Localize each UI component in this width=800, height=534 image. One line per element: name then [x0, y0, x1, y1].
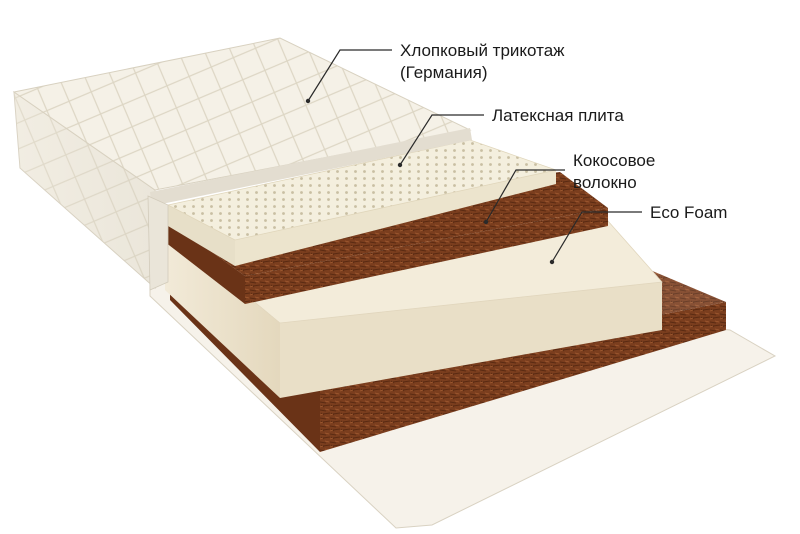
leader-dot-coconut-fiber: [483, 219, 489, 225]
leader-dot-latex-slab: [397, 162, 403, 168]
callout-line-coconut-fiber-0: Кокосовое: [573, 151, 655, 170]
leader-line-coconut-fiber: [485, 169, 565, 223]
bottom-coir-layer-front: [320, 302, 726, 452]
leader-dot-eco-foam: [549, 259, 555, 265]
callout-line-eco-foam-0: Eco Foam: [650, 203, 727, 222]
callout-label-cotton-knit: Хлопковый трикотаж (Германия): [400, 41, 565, 82]
eco-foam-layer-front: [280, 282, 662, 398]
latex-layer-side: [168, 205, 235, 266]
latex-layer-front: [235, 170, 556, 266]
callout-line-latex-slab-0: Латексная плита: [492, 106, 624, 125]
quilted-cover-side-shade: [14, 92, 155, 288]
cover-edge-band: [147, 195, 169, 291]
cover-zipper-band: [150, 128, 472, 206]
callout-line-cotton-knit-1: (Германия): [400, 63, 488, 82]
callout-label-latex-slab: Латексная плита: [492, 106, 624, 125]
leader-dot-cotton-knit: [305, 98, 311, 104]
top-coir-layer-side: [165, 218, 245, 304]
leader-line-cotton-knit: [307, 49, 392, 102]
top-coir-layer-front: [245, 208, 608, 304]
callout-line-cotton-knit-0: Хлопковый трикотаж: [400, 41, 565, 60]
leader-line-latex-slab: [399, 114, 484, 166]
eco-foam-layer-side: [165, 228, 280, 398]
callout-line-coconut-fiber-1: волокно: [573, 173, 637, 192]
leader-line-eco-foam: [551, 211, 642, 263]
callout-label-eco-foam: Eco Foam: [650, 203, 727, 222]
callout-group: Хлопковый трикотаж (Германия) Латексная пл…: [305, 41, 727, 265]
callout-label-coconut-fiber: Кокосовое волокно: [573, 151, 655, 192]
